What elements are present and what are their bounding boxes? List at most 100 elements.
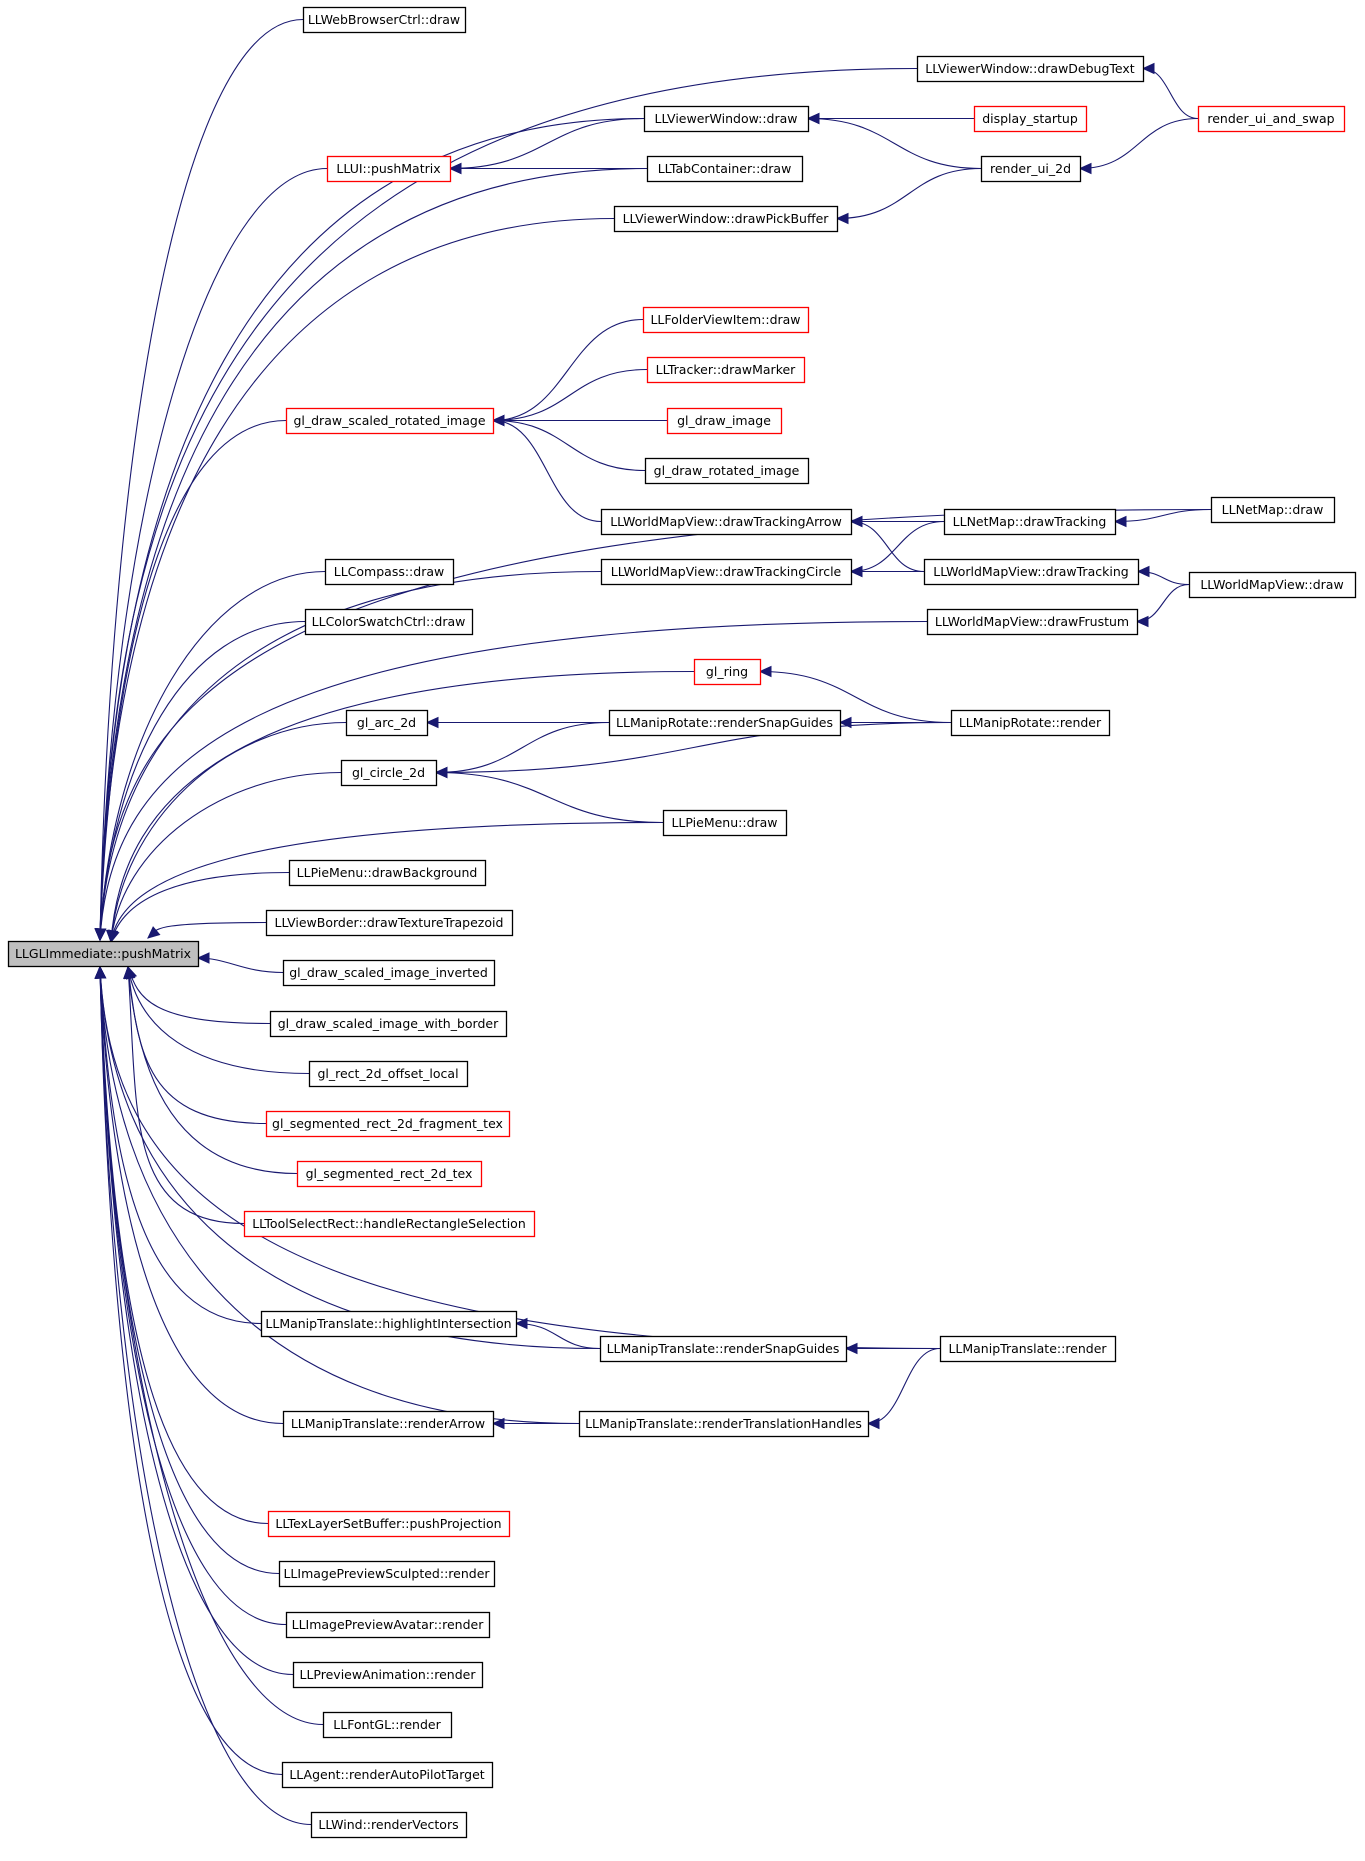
edge-line bbox=[850, 520, 925, 573]
edge-line bbox=[807, 117, 982, 170]
node-box bbox=[243, 1210, 536, 1238]
edge-line bbox=[127, 966, 267, 1125]
edges-layer bbox=[94, 18, 1212, 1826]
node-piemenu-bg[interactable]: LLPieMenu::drawBackground bbox=[288, 859, 487, 887]
node-mt-arrow[interactable]: LLManipTranslate::renderArrow bbox=[282, 1410, 495, 1438]
edge-arrowhead bbox=[196, 952, 210, 964]
node-label: display_startup bbox=[982, 111, 1078, 126]
node-gl-border[interactable]: gl_draw_scaled_image_with_border bbox=[269, 1010, 508, 1038]
node-wmv-draw[interactable]: LLWorldMapView::draw bbox=[1188, 571, 1357, 599]
node-netmap-draw[interactable]: LLNetMap::draw bbox=[1210, 496, 1336, 524]
node-mr-render[interactable]: LLManipRotate::render bbox=[950, 709, 1111, 737]
node-label: LLManipTranslate::highlightIntersection bbox=[265, 1316, 511, 1331]
node-mr-snap[interactable]: LLManipRotate::renderSnapGuides bbox=[608, 709, 842, 737]
node-label: LLFolderViewItem::draw bbox=[650, 312, 800, 327]
node-gl-circle[interactable]: gl_circle_2d bbox=[340, 759, 438, 787]
edge-line bbox=[127, 966, 271, 1025]
node-gl-ring[interactable]: gl_ring bbox=[693, 658, 762, 686]
edge-arrowhead bbox=[147, 926, 161, 939]
edge-arrowhead bbox=[94, 928, 107, 942]
node-label: LLImagePreviewSculpted::render bbox=[283, 1566, 490, 1581]
edge-line bbox=[1136, 583, 1190, 623]
edge-line bbox=[435, 721, 610, 774]
node-gl-inverted[interactable]: gl_draw_scaled_image_inverted bbox=[282, 959, 496, 987]
node-gl-offset[interactable]: gl_rect_2d_offset_local bbox=[308, 1060, 469, 1088]
edge-line bbox=[1142, 67, 1199, 120]
node-box bbox=[265, 909, 514, 937]
node-box bbox=[278, 1560, 496, 1588]
node-render-ui-swap[interactable]: render_ui_and_swap bbox=[1197, 105, 1346, 133]
node-gl-scaled-rot[interactable]: gl_draw_scaled_rotated_image bbox=[285, 407, 495, 435]
node-fontgl[interactable]: LLFontGL::render bbox=[322, 1711, 453, 1739]
node-label: LLTabContainer::draw bbox=[658, 161, 792, 176]
node-label: LLManipRotate::renderSnapGuides bbox=[616, 715, 833, 730]
node-toolselect[interactable]: LLToolSelectRect::handleRectangleSelecti… bbox=[243, 1210, 536, 1238]
edge-line bbox=[99, 570, 602, 941]
node-ip-avatar[interactable]: LLImagePreviewAvatar::render bbox=[285, 1611, 491, 1639]
node-box bbox=[973, 105, 1088, 133]
node-tabcontainer[interactable]: LLTabContainer::draw bbox=[646, 155, 804, 183]
node-gl-seg-tex[interactable]: gl_segmented_rect_2d_tex bbox=[296, 1160, 483, 1188]
node-texlayer[interactable]: LLTexLayerSetBuffer::pushProjection bbox=[267, 1510, 511, 1538]
node-wind[interactable]: LLWind::renderVectors bbox=[310, 1811, 468, 1839]
node-compass[interactable]: LLCompass::draw bbox=[324, 558, 455, 586]
node-gl-rot-image[interactable]: gl_draw_rotated_image bbox=[644, 457, 810, 485]
node-colorswatch[interactable]: LLColorSwatchCtrl::draw bbox=[304, 608, 474, 636]
node-box bbox=[324, 558, 455, 586]
node-box bbox=[282, 1410, 495, 1438]
node-webbrowser[interactable]: LLWebBrowserCtrl::draw bbox=[302, 6, 467, 34]
edge-line bbox=[99, 966, 284, 1425]
node-label: LLManipRotate::render bbox=[959, 715, 1102, 730]
node-mt-snap[interactable]: LLManipTranslate::renderSnapGuides bbox=[599, 1335, 848, 1363]
node-wmv-tracking[interactable]: LLWorldMapView::drawTracking bbox=[923, 558, 1140, 586]
node-wmv-circle[interactable]: LLWorldMapView::drawTrackingCircle bbox=[600, 558, 853, 586]
node-gl-seg-frag[interactable]: gl_segmented_rect_2d_fragment_tex bbox=[265, 1110, 511, 1138]
node-render-ui-2d[interactable]: render_ui_2d bbox=[980, 155, 1082, 183]
node-root[interactable]: LLGLImmediate::pushMatrix bbox=[7, 940, 200, 968]
node-gl-draw-image[interactable]: gl_draw_image bbox=[666, 407, 783, 435]
edge-arrowhead bbox=[434, 766, 448, 779]
edge-toolselect-to-root bbox=[123, 965, 245, 1225]
node-gl-arc[interactable]: gl_arc_2d bbox=[345, 709, 429, 737]
edge-arrowhead bbox=[866, 1417, 880, 1430]
node-wmv-frustum[interactable]: LLWorldMapView::drawFrustum bbox=[926, 608, 1139, 636]
edge-line bbox=[435, 771, 664, 824]
edge-folderview-to-gl-scaled-rot bbox=[491, 318, 644, 427]
edge-arrowhead bbox=[514, 1317, 528, 1330]
node-label: LLManipTranslate::renderTranslationHandl… bbox=[585, 1416, 862, 1431]
node-netmap-tracking[interactable]: LLNetMap::drawTracking bbox=[943, 508, 1117, 536]
node-label: LLWorldMapView::drawTrackingArrow bbox=[610, 514, 842, 529]
node-mt-render[interactable]: LLManipTranslate::render bbox=[939, 1335, 1117, 1363]
edge-line bbox=[99, 966, 601, 1350]
node-display-startup[interactable]: display_startup bbox=[973, 105, 1088, 133]
node-mt-highlight[interactable]: LLManipTranslate::highlightIntersection bbox=[260, 1310, 518, 1338]
node-ip-sculpted[interactable]: LLImagePreviewSculpted::render bbox=[278, 1560, 496, 1588]
node-preview-anim[interactable]: LLPreviewAnimation::render bbox=[292, 1661, 484, 1689]
node-label: LLWorldMapView::drawTracking bbox=[933, 564, 1128, 579]
node-piemenu[interactable]: LLPieMenu::draw bbox=[662, 809, 788, 837]
node-vw-debugtext[interactable]: LLViewerWindow::drawDebugText bbox=[916, 55, 1145, 83]
node-vw-draw[interactable]: LLViewerWindow::draw bbox=[643, 105, 810, 133]
node-viewborder[interactable]: LLViewBorder::drawTextureTrapezoid bbox=[265, 909, 514, 937]
edge-mt-render-to-mt-snap bbox=[844, 1342, 941, 1355]
node-agent-autopilot[interactable]: LLAgent::renderAutoPilotTarget bbox=[281, 1761, 494, 1789]
node-label: gl_arc_2d bbox=[357, 715, 416, 730]
node-llui-push[interactable]: LLUI::pushMatrix bbox=[326, 155, 452, 183]
node-label: LLNetMap::drawTracking bbox=[953, 514, 1107, 529]
edge-render-ui-2d-to-vw-draw bbox=[806, 112, 982, 170]
edge-line bbox=[127, 966, 245, 1225]
node-wmv-arrow[interactable]: LLWorldMapView::drawTrackingArrow bbox=[600, 508, 853, 536]
node-mt-handles[interactable]: LLManipTranslate::renderTranslationHandl… bbox=[578, 1410, 870, 1438]
node-box bbox=[345, 709, 429, 737]
node-label: LLPieMenu::drawBackground bbox=[297, 865, 478, 880]
node-tracker[interactable]: LLTracker::drawMarker bbox=[646, 356, 806, 384]
node-folderview[interactable]: LLFolderViewItem::draw bbox=[642, 306, 810, 334]
edge-wind-to-root bbox=[94, 965, 312, 1826]
node-label: LLTracker::drawMarker bbox=[656, 362, 797, 377]
node-label: render_ui_and_swap bbox=[1207, 111, 1334, 126]
edge-line bbox=[99, 419, 287, 941]
node-box bbox=[304, 608, 474, 636]
node-vw-pickbuffer[interactable]: LLViewerWindow::drawPickBuffer bbox=[613, 205, 839, 233]
node-label: LLManipTranslate::renderArrow bbox=[291, 1416, 485, 1431]
edge-line bbox=[99, 18, 304, 941]
